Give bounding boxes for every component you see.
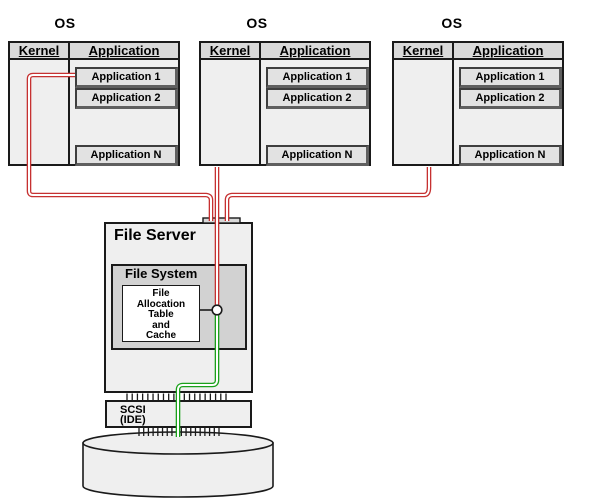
disk-body bbox=[82, 442, 274, 498]
os2-kernel-column bbox=[201, 58, 261, 164]
os-title-3: OS bbox=[441, 15, 463, 31]
os-box-2: Kernel Application Application 1 Applica… bbox=[199, 41, 371, 166]
disk-top bbox=[82, 431, 274, 455]
os1-application-2: Application 2 bbox=[75, 88, 178, 109]
fat-line-4: and bbox=[152, 319, 170, 331]
os-box-3: Kernel Application Application 1 Applica… bbox=[392, 41, 564, 166]
os3-application-1: Application 1 bbox=[459, 67, 562, 88]
red-line-os3-core bbox=[226, 167, 430, 221]
os1-kernel-column bbox=[10, 58, 70, 164]
file-allocation-table-box: File Allocation Table and Cache bbox=[122, 285, 200, 342]
os2-application-2: Application 2 bbox=[266, 88, 369, 109]
os1-application-1: Application 1 bbox=[75, 67, 178, 88]
os3-application-2: Application 2 bbox=[459, 88, 562, 109]
os3-application-header: Application bbox=[472, 43, 544, 58]
fat-line-5: Cache bbox=[145, 330, 176, 341]
os1-header: Kernel Application bbox=[10, 43, 178, 60]
file-system-title: File System bbox=[125, 266, 198, 281]
fat-line-1: File bbox=[152, 288, 170, 299]
os3-header: Kernel Application bbox=[394, 43, 562, 60]
os-box-1: Kernel Application Application 1 Applica… bbox=[8, 41, 180, 166]
os3-application-n: Application N bbox=[459, 145, 562, 166]
scsi-disk-bus-ticks bbox=[138, 427, 220, 436]
scsi-ide-box: SCSI (IDE) bbox=[105, 400, 252, 428]
file-server-title: File Server bbox=[114, 227, 196, 244]
os3-kernel-column bbox=[394, 58, 454, 164]
fat-line-2: Allocation bbox=[136, 298, 186, 310]
os2-application-1: Application 1 bbox=[266, 67, 369, 88]
red-line-os3 bbox=[224, 167, 432, 221]
os2-header: Kernel Application bbox=[201, 43, 369, 60]
os2-application-header: Application bbox=[279, 43, 351, 58]
ide-label: (IDE) bbox=[120, 414, 146, 426]
os-title-2: OS bbox=[246, 15, 268, 31]
os1-kernel-header: Kernel bbox=[10, 43, 70, 58]
os-title-1: OS bbox=[54, 15, 76, 31]
os2-kernel-header: Kernel bbox=[201, 43, 261, 58]
fat-line-3: Table bbox=[148, 309, 174, 320]
os3-kernel-header: Kernel bbox=[394, 43, 454, 58]
disk-cylinder bbox=[82, 431, 274, 498]
os2-application-n: Application N bbox=[266, 145, 369, 166]
os1-application-header: Application bbox=[88, 43, 160, 58]
scsi-label: SCSI bbox=[120, 404, 146, 416]
os1-application-n: Application N bbox=[75, 145, 178, 166]
